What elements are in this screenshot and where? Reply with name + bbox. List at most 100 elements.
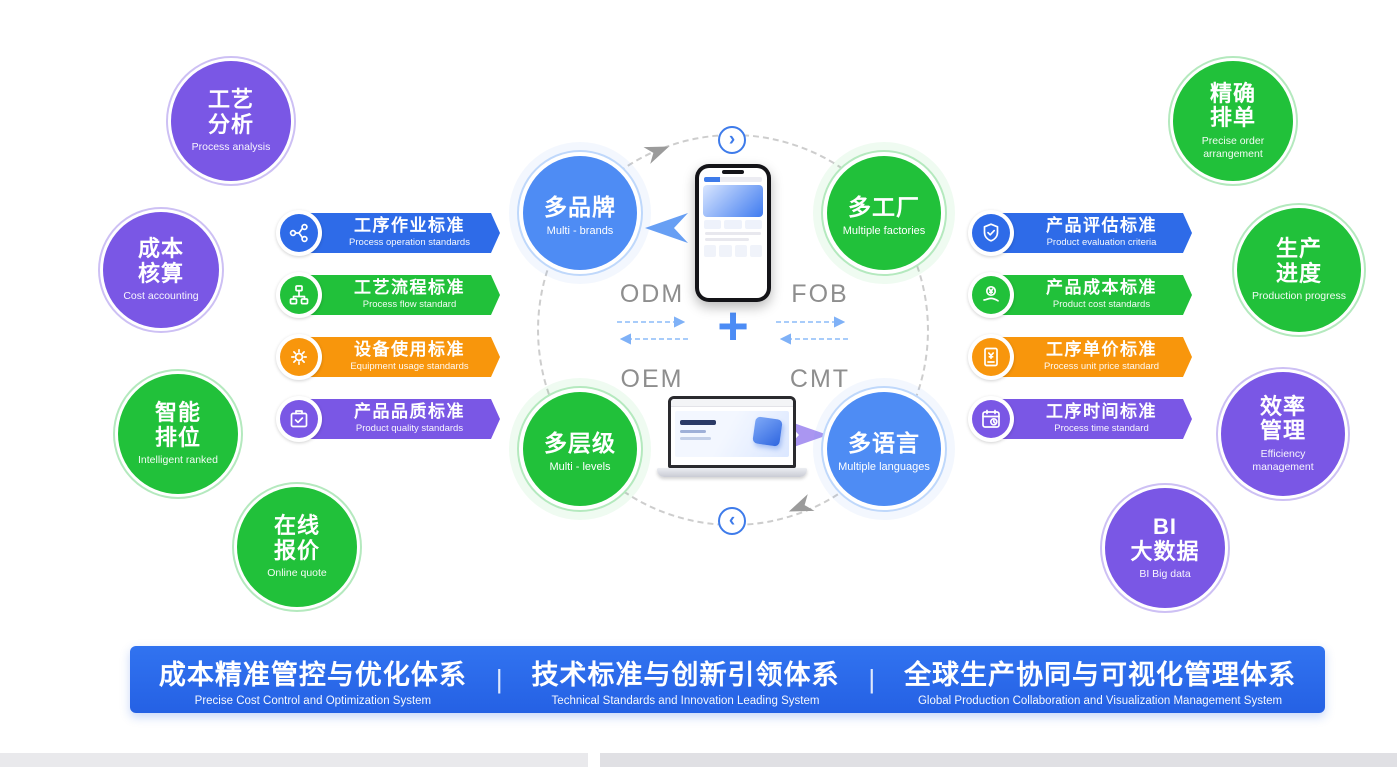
standard-subtitle: Process unit price standard: [1043, 361, 1160, 373]
bubble-subtitle: Efficiency management: [1252, 448, 1314, 473]
mode-label-odm: ODM: [619, 280, 685, 308]
standard-subtitle: Process time standard: [1054, 423, 1149, 435]
quality-check-icon: [280, 400, 318, 438]
bubble-process-analysis: 工艺分析 Process analysis: [171, 61, 291, 181]
bubble-subtitle: Process analysis: [191, 141, 271, 154]
standard-product-cost: 产品成本标准 Product cost standards: [968, 272, 1192, 318]
plus-symbol: +: [717, 296, 749, 356]
standard-title: 设备使用标准: [354, 340, 465, 360]
phone-notch: [722, 170, 744, 174]
phone-mockup: [695, 164, 771, 302]
bubble-title-line: 大数据: [1130, 538, 1200, 564]
bubble-title-line: 核算: [137, 260, 184, 286]
standard-subtitle: Process operation standards: [349, 237, 470, 249]
price-document-icon: [972, 338, 1010, 376]
standard-process-operation: 工序作业标准 Process operation standards: [276, 210, 500, 256]
gray-orbit-arrow-top-icon: [643, 146, 670, 164]
bubble-title-line: 管理: [1259, 418, 1306, 444]
node-subtitle: Multiple languages: [838, 461, 930, 474]
footer-separator: |: [868, 664, 876, 694]
standard-title: 产品成本标准: [1046, 278, 1157, 298]
node-title: 多语言: [848, 430, 920, 457]
footer-section-title: 成本精准管控与优化体系: [158, 659, 467, 690]
bottom-strip-right: [600, 753, 1397, 767]
node-multi-levels: 多层级 Multi - levels: [523, 392, 637, 506]
bubble-title-line: 成本: [137, 236, 184, 262]
footer-section-subtitle: Technical Standards and Innovation Leadi…: [551, 694, 820, 707]
process-nodes-icon: [280, 214, 318, 252]
blue-arrow-left-icon: [645, 213, 688, 243]
calendar-clock-icon: [972, 400, 1010, 438]
footer-section-subtitle: Global Production Collaboration and Visu…: [917, 694, 1283, 707]
orbit-prev-button[interactable]: ‹: [718, 507, 746, 535]
standard-process-time: 工序时间标准 Process time standard: [968, 396, 1192, 442]
bubble-title-line: 生产: [1275, 236, 1322, 262]
gear-icon: [280, 338, 318, 376]
footer-section-title: 全球生产协同与可视化管理体系: [904, 659, 1297, 690]
bubble-title-line: 排单: [1209, 105, 1256, 131]
mode-label-oem: OEM: [620, 365, 684, 393]
footer-section-title: 技术标准与创新引领体系: [531, 659, 840, 690]
bubble-title-line: 智能: [154, 400, 201, 426]
standard-title: 产品品质标准: [354, 402, 465, 422]
node-title: 多工厂: [848, 194, 920, 221]
standard-subtitle: Equipment usage standards: [350, 361, 469, 373]
laptop-mockup: [657, 396, 807, 482]
standard-subtitle: Product evaluation criteria: [1046, 237, 1157, 249]
footer-section-subtitle: Precise Cost Control and Optimization Sy…: [194, 694, 432, 707]
node-multi-brands: 多品牌 Multi - brands: [523, 156, 637, 270]
footer-banner: 成本精准管控与优化体系 Precise Cost Control and Opt…: [130, 646, 1325, 713]
standard-subtitle: Process flow standard: [362, 299, 457, 311]
chevron-right-icon: ›: [728, 128, 736, 150]
bubble-online-quote: 在线报价 Online quote: [237, 487, 357, 607]
bubble-cost-accounting: 成本核算 Cost accounting: [103, 212, 219, 328]
bubble-title-line: 精确: [1209, 80, 1256, 106]
bubble-subtitle: Precise order arrangement: [1201, 135, 1265, 160]
bubble-title-line: 报价: [273, 537, 320, 563]
standard-product-evaluation: 产品评估标准 Product evaluation criteria: [968, 210, 1192, 256]
node-subtitle: Multiple factories: [842, 225, 926, 238]
standard-subtitle: Product quality standards: [355, 423, 464, 435]
footer-section-technical-standards: 技术标准与创新引领体系 Technical Standards and Inno…: [531, 653, 839, 707]
footer-section-cost-control: 成本精准管控与优化体系 Precise Cost Control and Opt…: [159, 653, 467, 707]
footer-section-global-production: 全球生产协同与可视化管理体系 Global Production Collabo…: [904, 653, 1296, 707]
bubble-title-line: 分析: [207, 111, 254, 137]
bottom-strip-left: [0, 753, 588, 767]
node-title: 多品牌: [544, 194, 616, 221]
standard-title: 产品评估标准: [1046, 216, 1157, 236]
bubble-subtitle: Intelligent ranked: [138, 454, 218, 467]
node-subtitle: Multi - brands: [546, 225, 614, 238]
standard-process-flow: 工艺流程标准 Process flow standard: [276, 272, 500, 318]
standard-title: 工序单价标准: [1046, 340, 1157, 360]
money-hand-icon: [972, 276, 1010, 314]
mode-label-fob: FOB: [791, 280, 849, 308]
bubble-efficiency-management: 效率管理 Efficiency management: [1221, 372, 1345, 496]
bubble-title-line: BI: [1152, 514, 1177, 540]
bubble-subtitle: BI Big data: [1139, 568, 1191, 581]
node-multiple-languages: 多语言 Multiple languages: [827, 392, 941, 506]
standard-title: 工序作业标准: [354, 216, 465, 236]
node-multiple-factories: 多工厂 Multiple factories: [827, 156, 941, 270]
shield-check-icon: [972, 214, 1010, 252]
bubble-title-line: 在线: [273, 513, 320, 539]
bubble-subtitle: Cost accounting: [123, 290, 199, 303]
bubble-title-line: 工艺: [207, 87, 254, 113]
standard-product-quality: 产品品质标准 Product quality standards: [276, 396, 500, 442]
bubble-title-line: 排位: [154, 424, 201, 450]
bubble-precise-order-arrangement: 精确排单 Precise order arrangement: [1173, 61, 1293, 181]
standard-process-unit-price: 工序单价标准 Process unit price standard: [968, 334, 1192, 380]
bubble-subtitle: Online quote: [267, 567, 327, 580]
node-subtitle: Multi - levels: [549, 461, 611, 474]
orbit-next-button[interactable]: ›: [718, 126, 746, 154]
bubble-title-line: 进度: [1275, 260, 1322, 286]
standard-title: 工序时间标准: [1046, 402, 1157, 422]
mode-label-cmt: CMT: [789, 365, 851, 393]
bubble-intelligent-ranked: 智能排位 Intelligent ranked: [118, 374, 238, 494]
chevron-left-icon: ‹: [728, 509, 736, 531]
gray-orbit-arrow-bottom-icon: [788, 494, 815, 512]
cube-graphic: [752, 416, 783, 447]
bubble-subtitle: Production progress: [1252, 290, 1346, 303]
node-title: 多层级: [544, 430, 616, 457]
